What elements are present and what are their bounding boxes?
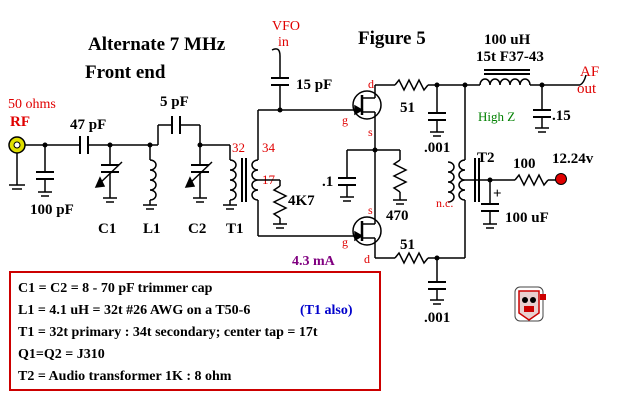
note-3: T1 = 32t primary : 34t secondary; center… <box>18 325 318 340</box>
ground-symbol <box>9 153 25 190</box>
label-r-drain-top: 51 <box>400 100 415 116</box>
jfet-q1 <box>352 85 382 150</box>
label-t2: T2 <box>477 150 495 166</box>
label-r-gate: 4K7 <box>288 193 315 209</box>
label-supply-v: 12.24v <box>552 151 594 167</box>
q1-source-label: s <box>368 125 373 139</box>
t1-pin-34: 34 <box>262 140 276 155</box>
label-r-supply: 100 <box>513 156 536 172</box>
t1-pin-32: 32 <box>232 140 245 155</box>
source-wiring <box>338 149 408 205</box>
gate-wiring <box>257 92 352 237</box>
resistor-4k7 <box>272 185 288 229</box>
q1-drain-label: d <box>368 77 374 91</box>
junction-dot <box>462 82 468 88</box>
input-impedance: 50 ohms <box>8 97 56 112</box>
mascot-icon <box>514 286 546 322</box>
input-rf-label: RF <box>10 114 30 130</box>
label-c-drain-top: .001 <box>424 140 450 156</box>
output-af-label: AF <box>580 64 599 80</box>
label-c-drain-bot: .001 <box>424 310 450 326</box>
label-c-series: 5 pF <box>160 94 189 110</box>
vfo-label: VFO <box>272 19 300 34</box>
junction-dot <box>487 177 493 183</box>
label-c-in: 47 pF <box>70 117 106 133</box>
capacitor-5pf <box>171 116 181 134</box>
label-l1: L1 <box>143 221 161 237</box>
junction-dot <box>434 255 440 261</box>
q1-gate-label: g <box>342 113 348 127</box>
inductor-l1 <box>143 159 157 210</box>
jfet-q2 <box>352 150 382 258</box>
note-4: Q1=Q2 = J310 <box>18 347 105 362</box>
capacitor-100pf <box>36 145 54 197</box>
trimmer-c2 <box>184 145 213 203</box>
label-c1: C1 <box>98 221 116 237</box>
label-r-drain-bot: 51 <box>400 237 415 253</box>
junction-dot <box>539 82 545 88</box>
title-line1: Alternate 7 MHz <box>88 34 226 55</box>
title-line2: Front end <box>85 62 166 83</box>
q2-gate-label: g <box>342 235 348 249</box>
notes-box <box>9 271 381 391</box>
input-wiring <box>25 124 231 165</box>
choke-inductor <box>479 69 587 133</box>
supply-terminal <box>555 173 567 185</box>
label-plus: + <box>493 186 502 202</box>
label-t1: T1 <box>226 221 244 237</box>
capacitor-47pf <box>79 136 89 154</box>
drain-bottom-wiring <box>375 200 466 305</box>
label-current: 4.3 mA <box>292 254 336 269</box>
label-c-vfo: 15 pF <box>296 77 332 93</box>
figure-label: Figure 5 <box>358 28 426 49</box>
note-2-extra: (T1 also) <box>300 303 353 318</box>
label-nc: n.c. <box>436 196 453 210</box>
output-out-label: out <box>577 81 597 97</box>
junction-dot <box>107 142 113 148</box>
q2-source-label: s <box>368 203 373 217</box>
label-c-out: .15 <box>552 108 571 124</box>
label-high-z: High Z <box>478 109 515 124</box>
label-c-source: .1 <box>322 174 333 190</box>
label-r-source: 470 <box>386 208 409 224</box>
label-choke-1: 100 uH <box>484 32 531 48</box>
note-1: C1 = C2 = 8 - 70 pF trimmer cap <box>18 281 213 296</box>
transformer-t1 <box>223 158 259 210</box>
junction-dot <box>372 147 378 153</box>
junction-dot <box>277 107 283 113</box>
note-5: T2 = Audio transformer 1K : 8 ohm <box>18 369 232 384</box>
junction-dot <box>147 142 153 148</box>
vfo-in-label: in <box>278 35 289 50</box>
label-choke-2: 15t F37-43 <box>476 49 544 65</box>
trimmer-c1 <box>94 161 123 203</box>
capacitor-15pf <box>271 48 289 92</box>
rf-connector <box>8 136 26 154</box>
note-2: L1 = 4.1 uH = 32t #26 AWG on a T50-6 <box>18 303 250 318</box>
q2-drain-label: d <box>364 252 370 266</box>
junction-dot <box>434 82 440 88</box>
label-c-shunt: 100 pF <box>30 202 74 218</box>
label-c2: C2 <box>188 221 206 237</box>
label-c-supply: 100 uF <box>505 210 549 226</box>
